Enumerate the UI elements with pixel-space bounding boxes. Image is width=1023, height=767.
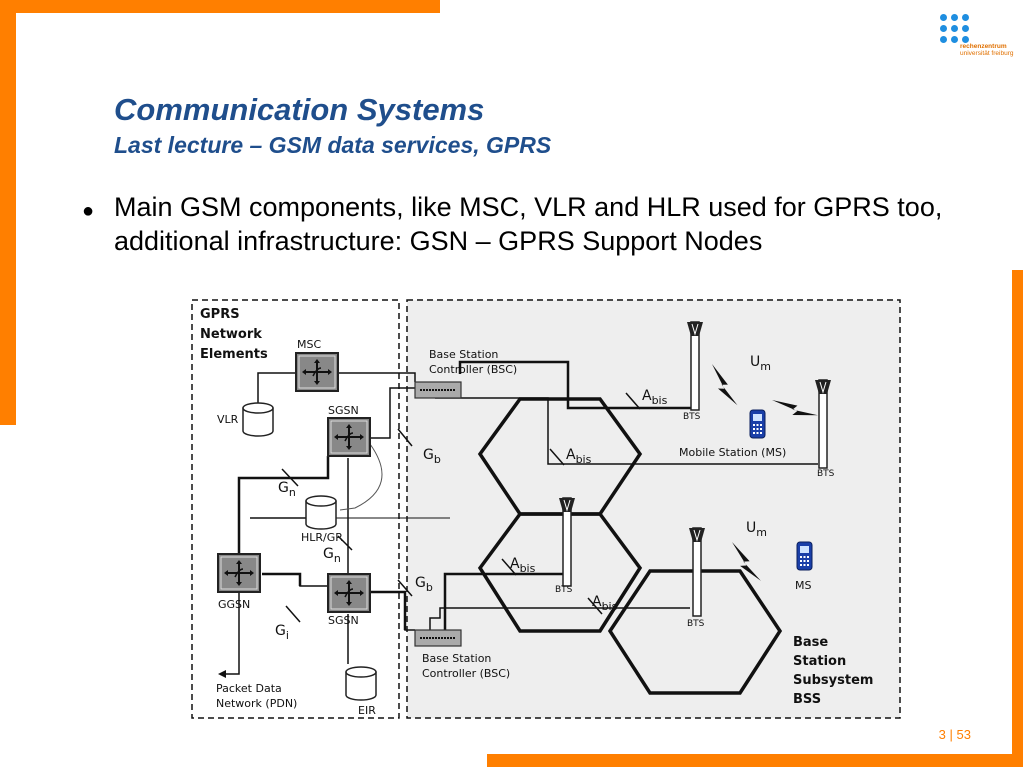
sgsn-bottom-switch-icon bbox=[327, 573, 371, 613]
slide-subtitle: Last lecture – GSM data services, GPRS bbox=[114, 132, 552, 158]
ggsn-label: GGSN bbox=[218, 598, 250, 611]
bullet-text: Main GSM components, like MSC, VLR and H… bbox=[114, 192, 943, 256]
gn-label: Gn bbox=[323, 546, 341, 565]
eir-label: EIR bbox=[358, 704, 376, 717]
bts-label: BTS bbox=[555, 585, 573, 595]
accent-bar-top bbox=[0, 0, 440, 13]
rechenzentrum-logo: rechenzentrum universität freiburg bbox=[940, 14, 1015, 64]
slide-title: Communication Systems bbox=[114, 92, 485, 127]
abis-label: Abis bbox=[566, 447, 592, 466]
bts-label: BTS bbox=[683, 412, 701, 422]
hlr-label: HLR/GR bbox=[301, 531, 343, 544]
gprs-title: Elements bbox=[200, 347, 268, 362]
bss-label: Subsystem bbox=[793, 673, 873, 688]
vlr-label: VLR bbox=[217, 413, 239, 426]
bts-label: BTS bbox=[817, 469, 835, 479]
um-label: Um bbox=[746, 520, 767, 539]
gb-label: Gb bbox=[415, 575, 433, 594]
accent-bar-bottom bbox=[487, 754, 1023, 767]
msc-label: MSC bbox=[297, 338, 321, 351]
cell-hexagons bbox=[477, 397, 783, 695]
gprs-title: Network bbox=[200, 327, 262, 342]
bsc-top-label: Base Station bbox=[429, 348, 498, 361]
um-label: Um bbox=[750, 354, 771, 373]
abis-label: Abis bbox=[592, 594, 618, 613]
logo-dots-icon bbox=[940, 14, 1015, 43]
bts-label: BTS bbox=[687, 619, 705, 629]
accent-bar-left bbox=[0, 0, 16, 425]
eir-database-icon bbox=[345, 666, 377, 701]
page-number: 3 | 53 bbox=[938, 727, 971, 742]
sgsn-bottom-label: SGSN bbox=[328, 614, 359, 627]
sgsn-top-switch-icon bbox=[327, 417, 371, 457]
gprs-architecture-diagram: GPRS Network Elements MSC VLR SGSN HLR/G… bbox=[191, 299, 901, 719]
gb-label: Gb bbox=[423, 447, 441, 466]
bsc-top-label: Controller (BSC) bbox=[429, 363, 517, 376]
bss-frame bbox=[406, 299, 901, 719]
logo-text: rechenzentrum universität freiburg bbox=[960, 43, 1014, 57]
mobile-phone-icon bbox=[749, 409, 766, 439]
bsc-bottom-label: Base Station bbox=[422, 652, 491, 665]
pdn-label: Packet Data bbox=[216, 682, 282, 695]
bss-label: BSS bbox=[793, 692, 821, 707]
abis-label: Abis bbox=[510, 556, 536, 575]
bss-label: Station bbox=[793, 654, 846, 669]
accent-bar-right bbox=[1012, 270, 1023, 767]
ggsn-switch-icon bbox=[217, 553, 261, 593]
bullet-icon: ● bbox=[82, 200, 95, 222]
bsc-bottom-label: Controller (BSC) bbox=[422, 667, 510, 680]
msc-switch-icon bbox=[295, 352, 339, 392]
sgsn-top-label: SGSN bbox=[328, 404, 359, 417]
hlr-database-icon bbox=[305, 495, 337, 530]
mobile-phone-icon bbox=[796, 541, 813, 571]
gprs-title: GPRS bbox=[200, 307, 240, 322]
bss-label: Base bbox=[793, 635, 828, 650]
gn-label: Gn bbox=[278, 480, 296, 499]
ms-label: MS bbox=[795, 579, 811, 592]
vlr-database-icon bbox=[242, 402, 274, 437]
pdn-label: Network (PDN) bbox=[216, 697, 297, 710]
gi-label: Gi bbox=[275, 623, 289, 642]
abis-label: Abis bbox=[642, 388, 668, 407]
mobile-station-label: Mobile Station (MS) bbox=[679, 446, 786, 459]
